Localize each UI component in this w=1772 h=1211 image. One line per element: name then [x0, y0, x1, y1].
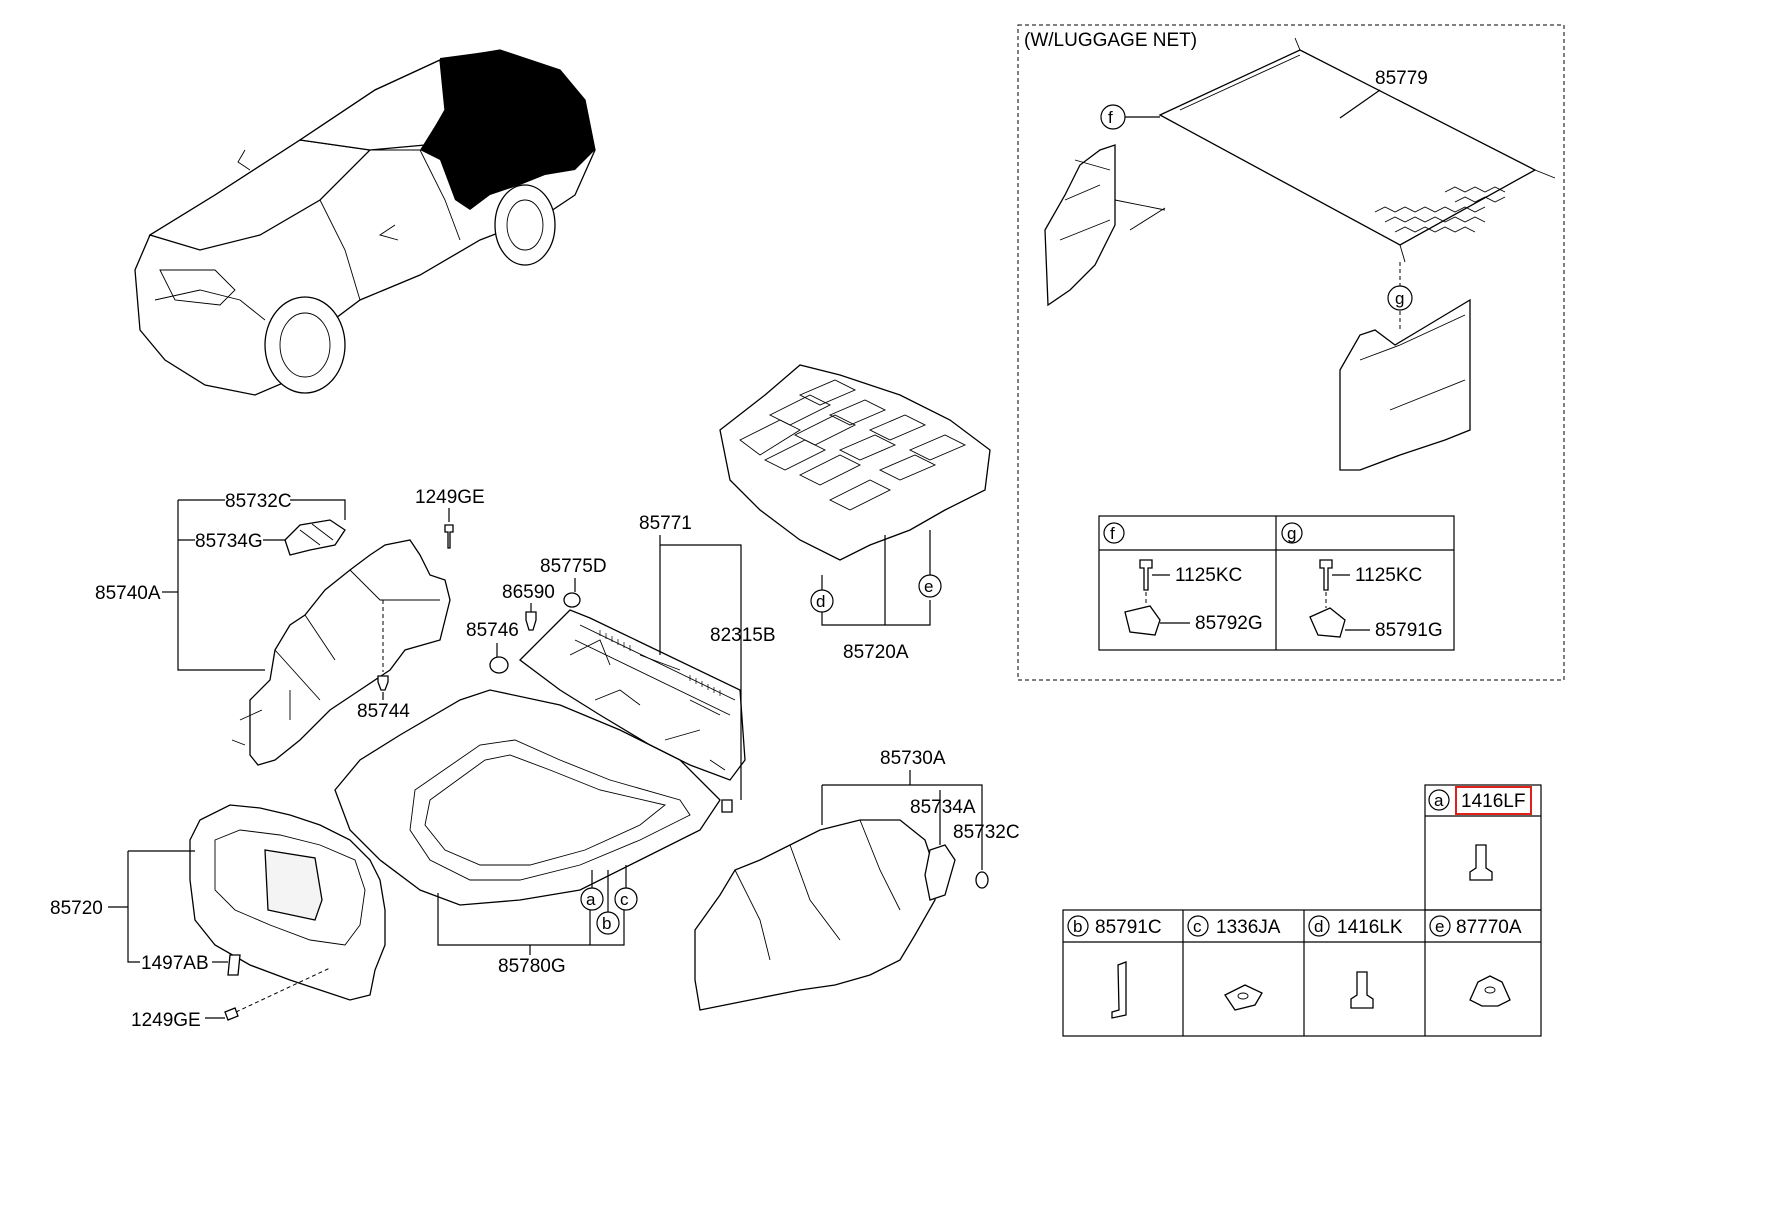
clip-82315B — [721, 799, 733, 813]
bolt-icon — [1319, 559, 1333, 591]
svg-text:a: a — [586, 890, 596, 909]
label-1249GE-bottom: 1249GE — [131, 1010, 201, 1031]
vehicle-illustration — [134, 49, 596, 396]
table-code-85791C: 85791C — [1095, 917, 1162, 938]
clip-1497AB — [227, 954, 241, 976]
table-code-1336JA: 1336JA — [1216, 917, 1281, 938]
label-85740A: 85740A — [95, 583, 161, 604]
table-letter-e: e — [1435, 917, 1444, 936]
label-1249GE-top: 1249GE — [415, 487, 485, 508]
clip-icon — [1309, 607, 1346, 638]
net-left-trim — [1044, 144, 1116, 307]
table-letter-d: d — [1314, 917, 1323, 936]
partition-opening — [264, 849, 323, 921]
table-letter-b: b — [1073, 917, 1082, 936]
luggage-floor-mat: a b c 85780G — [334, 689, 721, 977]
push-pin-icon — [1350, 971, 1374, 1009]
luggage-net-title: (W/LUGGAGE NET) — [1024, 30, 1197, 51]
plug-85746 — [489, 656, 509, 674]
screw-86590 — [525, 611, 537, 631]
luggage-net-section: (W/LUGGAGE NET) 85779 f g — [1017, 24, 1565, 681]
svg-text:g: g — [1395, 289, 1404, 308]
f-bolt-code: 1125KC — [1175, 565, 1242, 586]
svg-text:e: e — [924, 577, 933, 596]
label-85732C-right: 85732C — [953, 822, 1020, 843]
label-85771: 85771 — [639, 513, 692, 534]
label-85746: 85746 — [466, 620, 519, 641]
callout-d — [810, 589, 834, 613]
label-86590: 86590 — [502, 582, 555, 603]
table-header-f: f — [1110, 524, 1115, 543]
bolt-icon — [1139, 559, 1153, 591]
svg-text:c: c — [620, 890, 629, 909]
speed-nut-icon — [1224, 984, 1263, 1011]
callout-e — [918, 574, 942, 598]
clip-strip-icon — [1111, 961, 1127, 1019]
label-85779: 85779 — [1375, 68, 1428, 89]
f-clip-code: 85792G — [1195, 613, 1263, 634]
table-code-1416LK: 1416LK — [1337, 917, 1403, 938]
label-85780G: 85780G — [498, 956, 566, 977]
grommet-icon — [1469, 975, 1511, 1007]
right-side-trim: 85730A 85734A 85732C — [694, 748, 1020, 1011]
trim-cover-85734A — [924, 844, 956, 901]
label-85720A: 85720A — [843, 642, 909, 663]
label-85775D: 85775D — [540, 556, 607, 577]
net-mesh — [1374, 186, 1506, 233]
luggage-board: d e 85720A — [719, 364, 991, 663]
highlight-box-1416LF — [1455, 786, 1532, 815]
svg-text:d: d — [816, 592, 825, 611]
luggage-net-panel — [1158, 49, 1537, 246]
rear-trim-85771: 85771 85775D 86590 85746 82315B — [466, 513, 776, 813]
screw-1249GE — [224, 1007, 239, 1021]
callout-f-net — [1100, 104, 1126, 130]
label-85720: 85720 — [50, 898, 103, 919]
push-pin-icon — [1469, 844, 1493, 881]
partition-panel: 85720 1497AB 1249GE — [50, 804, 386, 1031]
svg-text:b: b — [602, 914, 611, 933]
screw-icon — [444, 524, 454, 549]
label-82315B: 82315B — [710, 625, 776, 646]
table-letter-a: a — [1434, 791, 1444, 810]
table-code-87770A: 87770A — [1456, 917, 1522, 938]
left-side-trim: 85732C 85734G 85740A 1249GE 85744 — [95, 487, 485, 766]
label-85744: 85744 — [357, 701, 410, 722]
clip-icon — [377, 675, 389, 691]
callout-g-net — [1387, 285, 1413, 311]
trim-cover-85734G — [284, 519, 346, 556]
net-fastener-table: f g 1125KC 85792G 1125KC 85791G — [1098, 515, 1455, 651]
svg-text:f: f — [1108, 108, 1113, 127]
label-85730A: 85730A — [880, 748, 946, 769]
table-header-g: g — [1287, 524, 1296, 543]
fastener-table: a 1416LF b 85791C c 1336JA d 1416LK e 87… — [1062, 784, 1542, 1037]
g-clip-code: 85791G — [1375, 620, 1443, 641]
label-85734G: 85734G — [195, 531, 263, 552]
plug-85775D — [563, 592, 581, 608]
screw-85732C — [975, 871, 989, 889]
clip-icon — [1124, 605, 1161, 636]
luggage-net-border — [1017, 24, 1565, 681]
table-code-1416LF: 1416LF — [1461, 791, 1525, 812]
label-85732C-left: 85732C — [225, 491, 292, 512]
label-85734A: 85734A — [910, 797, 976, 818]
table-letter-c: c — [1193, 917, 1202, 936]
net-right-trim — [1339, 298, 1471, 471]
label-1497AB: 1497AB — [141, 953, 209, 974]
g-bolt-code: 1125KC — [1355, 565, 1422, 586]
